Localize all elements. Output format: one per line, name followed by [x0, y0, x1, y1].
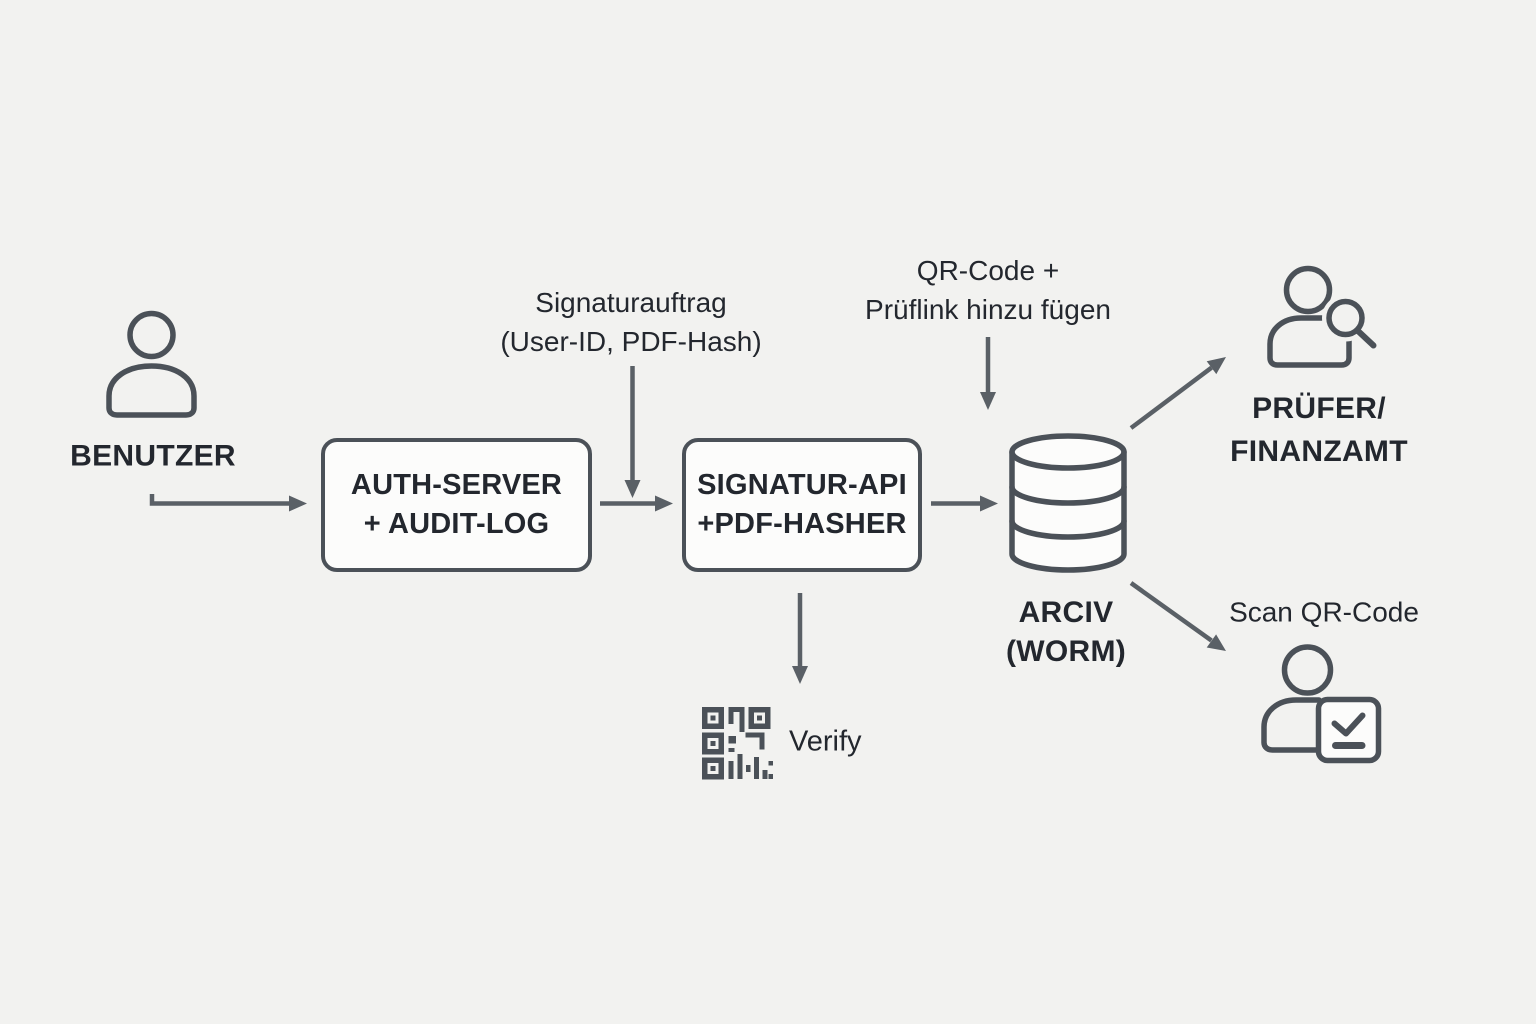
signatur-api-node: SIGNATUR-API +PDF-HASHER [682, 438, 922, 572]
scan-qr-label: Scan QR-Code [1229, 596, 1419, 628]
signatur-api-label-line2: +PDF-HASHER [697, 508, 907, 540]
pruefer-label-line2: FINANZAMT [1230, 435, 1408, 468]
auth-server-label-line2: + AUDIT-LOG [363, 508, 550, 540]
person-icon [106, 310, 197, 418]
archiv-label-line2: (WORM) [1005, 635, 1127, 668]
verify-label: Verify [789, 725, 862, 758]
pruefer-label: PRÜFER/ FINANZAMT [1230, 387, 1408, 473]
flow-arrow-signatur-to-verify [792, 593, 808, 684]
archiv-label: ARCIV (WORM) [1006, 593, 1126, 671]
benutzer-label: BENUTZER [70, 439, 236, 473]
person-search-icon [1267, 265, 1377, 368]
flow-arrow-signatur-to-archiv [931, 495, 998, 512]
flow-arrow-benutzer-to-auth [149, 494, 307, 512]
annotation-arrow-qrcode-down [980, 337, 996, 410]
annotation-arrow-signaturauftrag-down [624, 366, 641, 498]
signaturauftrag-line2: (User-ID, PDF-Hash) [500, 326, 762, 357]
flow-arrow-archiv-to-scan [1129, 581, 1226, 651]
signatur-api-label-line1: SIGNATUR-API [697, 469, 907, 501]
pruefer-label-line1: PRÜFER/ [1252, 392, 1386, 425]
archiv-label-line1: ARCIV [1018, 596, 1114, 629]
signaturauftrag-annotation: Signaturauftrag (User-ID, PDF-Hash) [500, 283, 761, 361]
database-icon [1009, 433, 1127, 573]
auth-server-label-line1: AUTH-SERVER [350, 469, 563, 501]
qr-code-annotation: QR-Code + Prüflink hinzu fügen [865, 251, 1111, 329]
signaturauftrag-line1: Signaturauftrag [535, 287, 727, 318]
qr-code-annotation-line1: QR-Code + [916, 255, 1060, 286]
flow-arrow-archiv-to-pruefer [1129, 357, 1226, 430]
auth-server-node: AUTH-SERVER + AUDIT-LOG [321, 438, 592, 572]
flow-arrow-auth-to-signatur [600, 495, 673, 512]
qr-code-annotation-line2: Prüflink hinzu fügen [865, 294, 1111, 325]
person-check-icon [1261, 644, 1382, 764]
qr-code-icon [702, 707, 773, 780]
